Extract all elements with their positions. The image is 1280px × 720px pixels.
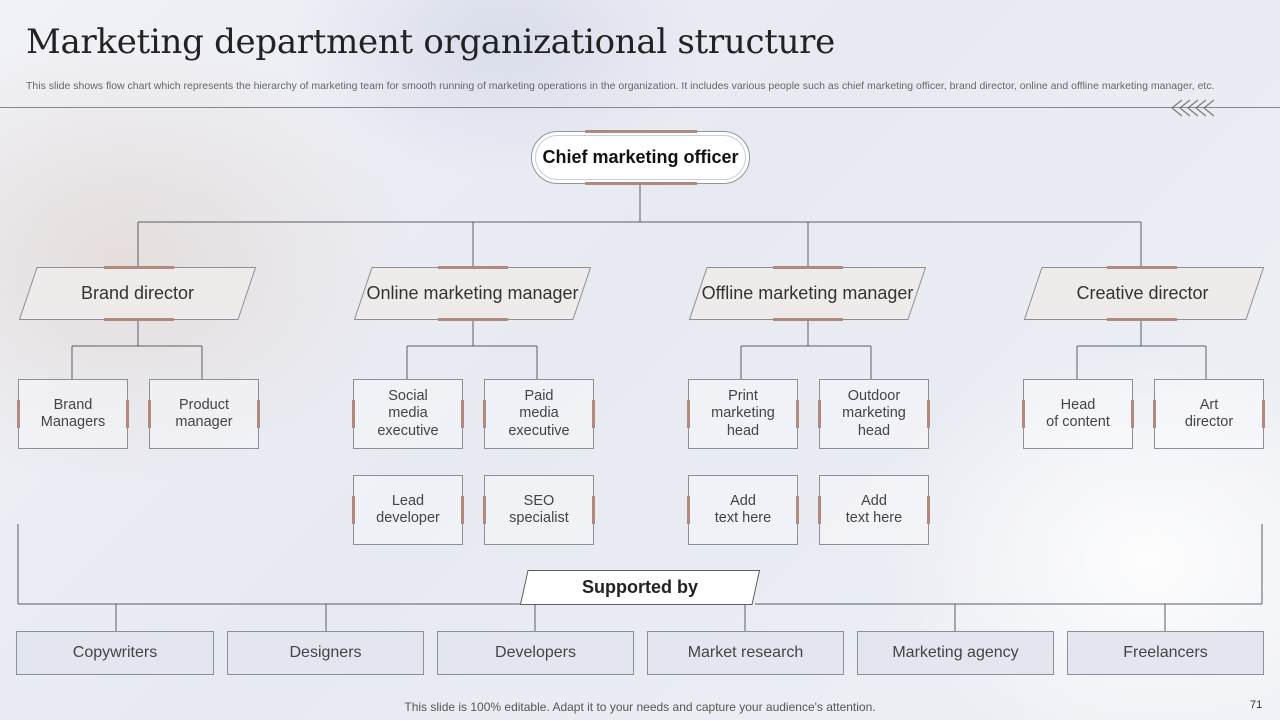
report-add-text-2[interactable]: Add text here: [818, 475, 930, 545]
report-product-manager[interactable]: Product manager: [148, 379, 260, 449]
parallelogram-shape: [19, 267, 256, 320]
report-label: Product manager: [175, 396, 233, 431]
support-freelancers[interactable]: Freelancers: [1067, 631, 1264, 675]
accent-tick: [352, 496, 355, 524]
chief-label: Chief marketing officer: [542, 147, 739, 167]
report-seo-specialist[interactable]: SEO specialist: [483, 475, 595, 545]
report-social-media-executive[interactable]: Social media executive: [352, 379, 464, 449]
report-head-of-content[interactable]: Head of content: [1022, 379, 1134, 449]
accent-tick: [1022, 400, 1025, 428]
accent-tick: [461, 496, 464, 524]
manager-online-marketing[interactable]: Online marketing manager: [354, 266, 591, 321]
report-label: Add text here: [714, 492, 772, 527]
support-market-research[interactable]: Market research: [647, 631, 844, 675]
accent-tick: [483, 400, 486, 428]
accent-bar: [585, 182, 697, 185]
accent-tick: [687, 400, 690, 428]
accent-bar: [1107, 266, 1177, 269]
supported-by-label: Supported by: [582, 577, 698, 597]
accent-bar: [773, 318, 843, 321]
page-number: 71: [1250, 699, 1263, 711]
manager-label: Online marketing manager: [366, 283, 579, 303]
accent-tick: [818, 400, 821, 428]
footer-note: This slide is 100% editable. Adapt it to…: [404, 700, 876, 714]
accent-bar: [438, 318, 508, 321]
report-label: Print marketing head: [711, 387, 775, 439]
accent-tick: [352, 400, 355, 428]
parallelogram-shape: [520, 570, 760, 605]
accent-tick: [461, 400, 464, 428]
accent-bar: [1107, 318, 1177, 321]
report-label: Outdoor marketing head: [842, 387, 906, 439]
report-label: Paid media executive: [508, 387, 570, 439]
report-print-marketing-head[interactable]: Print marketing head: [687, 379, 799, 449]
supported-by-header[interactable]: Supported by: [520, 570, 760, 605]
manager-label: Offline marketing manager: [701, 283, 914, 303]
parallelogram-shape: [1024, 267, 1264, 320]
accent-tick: [818, 496, 821, 524]
accent-tick: [257, 400, 260, 428]
accent-bar: [104, 266, 174, 269]
report-label: Head of content: [1046, 396, 1110, 431]
report-art-director[interactable]: Art director: [1153, 379, 1265, 449]
chevron-left-icon: [1171, 99, 1215, 117]
report-label: Lead developer: [376, 492, 440, 527]
accent-tick: [687, 496, 690, 524]
accent-bar: [438, 266, 508, 269]
report-lead-developer[interactable]: Lead developer: [352, 475, 464, 545]
support-marketing-agency[interactable]: Marketing agency: [857, 631, 1054, 675]
accent-tick: [592, 400, 595, 428]
parallelogram-shape: [689, 267, 926, 320]
report-label: Brand Managers: [40, 396, 106, 431]
report-add-text-1[interactable]: Add text here: [687, 475, 799, 545]
accent-tick: [17, 400, 20, 428]
manager-offline-marketing[interactable]: Offline marketing manager: [689, 266, 926, 321]
page-subtitle: This slide shows flow chart which repres…: [26, 80, 1215, 92]
report-label: Social media executive: [377, 387, 439, 439]
accent-tick: [1131, 400, 1134, 428]
report-paid-media-executive[interactable]: Paid media executive: [483, 379, 595, 449]
report-label: SEO specialist: [509, 492, 569, 527]
header-divider: [0, 107, 1280, 108]
accent-bar: [585, 130, 697, 133]
accent-tick: [126, 400, 129, 428]
parallelogram-shape: [354, 267, 591, 320]
accent-bar: [104, 318, 174, 321]
accent-tick: [1153, 400, 1156, 428]
report-brand-managers[interactable]: Brand Managers: [17, 379, 129, 449]
accent-tick: [796, 400, 799, 428]
manager-creative-director[interactable]: Creative director: [1024, 266, 1264, 321]
accent-tick: [927, 400, 930, 428]
report-label: Art director: [1184, 396, 1234, 431]
accent-tick: [592, 496, 595, 524]
manager-label: Creative director: [1076, 283, 1209, 303]
accent-tick: [796, 496, 799, 524]
manager-brand-director[interactable]: Brand director: [19, 266, 256, 321]
chief-marketing-officer-node[interactable]: Chief marketing officer: [531, 130, 750, 185]
support-copywriters[interactable]: Copywriters: [16, 631, 214, 675]
accent-bar: [773, 266, 843, 269]
page-title: Marketing department organizational stru…: [26, 22, 835, 62]
accent-tick: [148, 400, 151, 428]
report-outdoor-marketing-head[interactable]: Outdoor marketing head: [818, 379, 930, 449]
report-label: Add text here: [845, 492, 903, 527]
accent-tick: [1262, 400, 1265, 428]
accent-tick: [483, 496, 486, 524]
manager-label: Brand director: [80, 283, 195, 303]
support-designers[interactable]: Designers: [227, 631, 424, 675]
support-developers[interactable]: Developers: [437, 631, 634, 675]
accent-tick: [927, 496, 930, 524]
